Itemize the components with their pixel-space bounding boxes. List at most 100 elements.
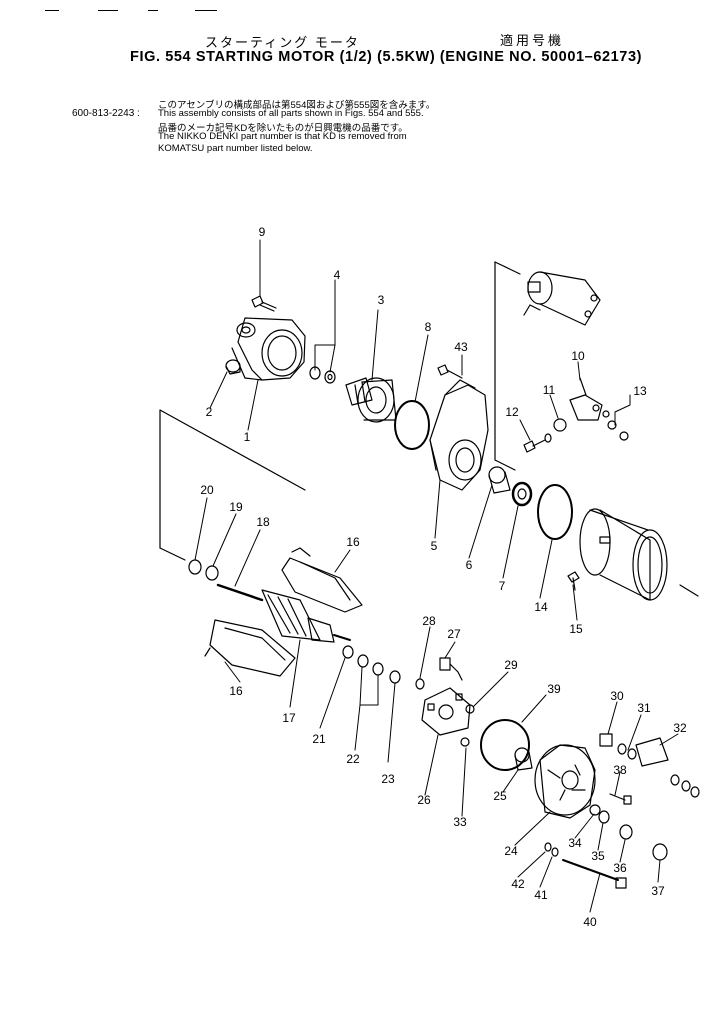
washer (627, 748, 637, 760)
callout-31: 31 (637, 701, 651, 715)
callout-38: 38 (613, 763, 627, 777)
callout-9: 9 (259, 225, 266, 239)
through-bolt (562, 859, 627, 889)
plate (553, 418, 567, 432)
cap (652, 843, 668, 861)
washer (617, 743, 627, 755)
scan-mark (195, 10, 217, 11)
callout-40: 40 (583, 915, 597, 929)
lever-housing (429, 379, 489, 491)
callout-42: 42 (511, 877, 525, 891)
bracket (635, 737, 669, 767)
note-jp-line-1: このアセンブリの構成部品は第554図および第555図を含みます。 (158, 100, 436, 111)
spring (415, 678, 425, 690)
callout-12: 12 (505, 405, 519, 419)
bushing (225, 359, 241, 375)
bushing (514, 747, 533, 771)
callout-26: 26 (417, 793, 431, 807)
callout-11: 11 (543, 383, 556, 397)
callout-21: 21 (312, 732, 326, 746)
nut (690, 786, 700, 798)
field-coil (281, 547, 363, 613)
pinion-clutch (345, 377, 397, 423)
brush (439, 657, 463, 681)
callout-23: 23 (381, 772, 395, 786)
callout-3: 3 (378, 293, 385, 307)
rear-bracket (534, 744, 596, 819)
callout-16: 16 (229, 684, 243, 698)
callout-35: 35 (591, 849, 605, 863)
callout-5: 5 (431, 539, 438, 553)
callout-32: 32 (673, 721, 687, 735)
callout-34: 34 (568, 836, 582, 850)
callout-19: 19 (229, 500, 243, 514)
callout-1: 1 (244, 430, 251, 444)
bushing (599, 733, 613, 747)
callout-33: 33 (453, 815, 467, 829)
callout-25: 25 (493, 789, 507, 803)
callout-16: 16 (346, 535, 360, 549)
leader-lines (194, 239, 679, 913)
callout-24: 24 (504, 844, 518, 858)
bushing (488, 466, 511, 494)
yoke (579, 508, 668, 601)
bolt (609, 793, 632, 805)
o-ring (480, 719, 530, 771)
note-jp-line-2: 品番のメーカ記号KDを除いたものが日興電機の品番です。 (158, 123, 408, 134)
note-en-line-3: KOMATSU part number listed below. (158, 143, 313, 154)
drive-end-housing (231, 317, 306, 381)
nut (619, 824, 633, 840)
note-en-line-2: The NIKKO DENKI part number is that KD i… (158, 131, 407, 142)
brush-holder (421, 687, 471, 736)
field-coil (204, 619, 296, 677)
callout-29: 29 (504, 658, 518, 672)
bolt (437, 364, 463, 379)
note-en-line-1: This assembly consists of all parts show… (158, 108, 424, 119)
washer (544, 842, 552, 852)
washer (551, 847, 559, 857)
callout-8: 8 (425, 320, 432, 334)
o-ring (537, 484, 573, 540)
callout-22: 22 (346, 752, 360, 766)
callout-27: 27 (447, 627, 461, 641)
callout-28: 28 (422, 614, 436, 628)
callout-13: 13 (633, 384, 647, 398)
callout-14: 14 (534, 600, 548, 614)
screw (567, 571, 580, 591)
washer (460, 737, 470, 747)
scan-mark (148, 10, 158, 11)
washer (188, 559, 202, 575)
scan-mark (45, 10, 59, 11)
callout-36: 36 (613, 861, 627, 875)
nut-set (607, 420, 629, 441)
washer (205, 565, 219, 581)
callout-2: 2 (206, 405, 213, 419)
callout-30: 30 (610, 689, 624, 703)
bearing (511, 481, 533, 507)
magnetic-switch (523, 271, 601, 326)
callout-43: 43 (454, 340, 468, 354)
callout-39: 39 (547, 682, 561, 696)
bolt (523, 439, 546, 453)
applicable-model-label: 適用号機 (500, 33, 565, 48)
callout-37: 37 (651, 884, 665, 898)
callout-labels: 1234567891011121314151616171819202122232… (200, 225, 687, 929)
scan-mark (98, 10, 118, 11)
callout-4: 4 (334, 268, 341, 282)
washer (544, 433, 552, 443)
washer (589, 804, 601, 816)
washer (598, 810, 610, 824)
o-ring (394, 400, 430, 450)
washer (670, 774, 680, 786)
washer (465, 704, 475, 714)
callout-7: 7 (499, 579, 506, 593)
armature (216, 583, 351, 643)
washer (342, 645, 354, 659)
callout-18: 18 (256, 515, 270, 529)
callout-41: 41 (534, 888, 548, 902)
callout-20: 20 (200, 483, 214, 497)
japanese-title: スターティング モータ (205, 35, 360, 50)
washer-set (309, 366, 336, 384)
